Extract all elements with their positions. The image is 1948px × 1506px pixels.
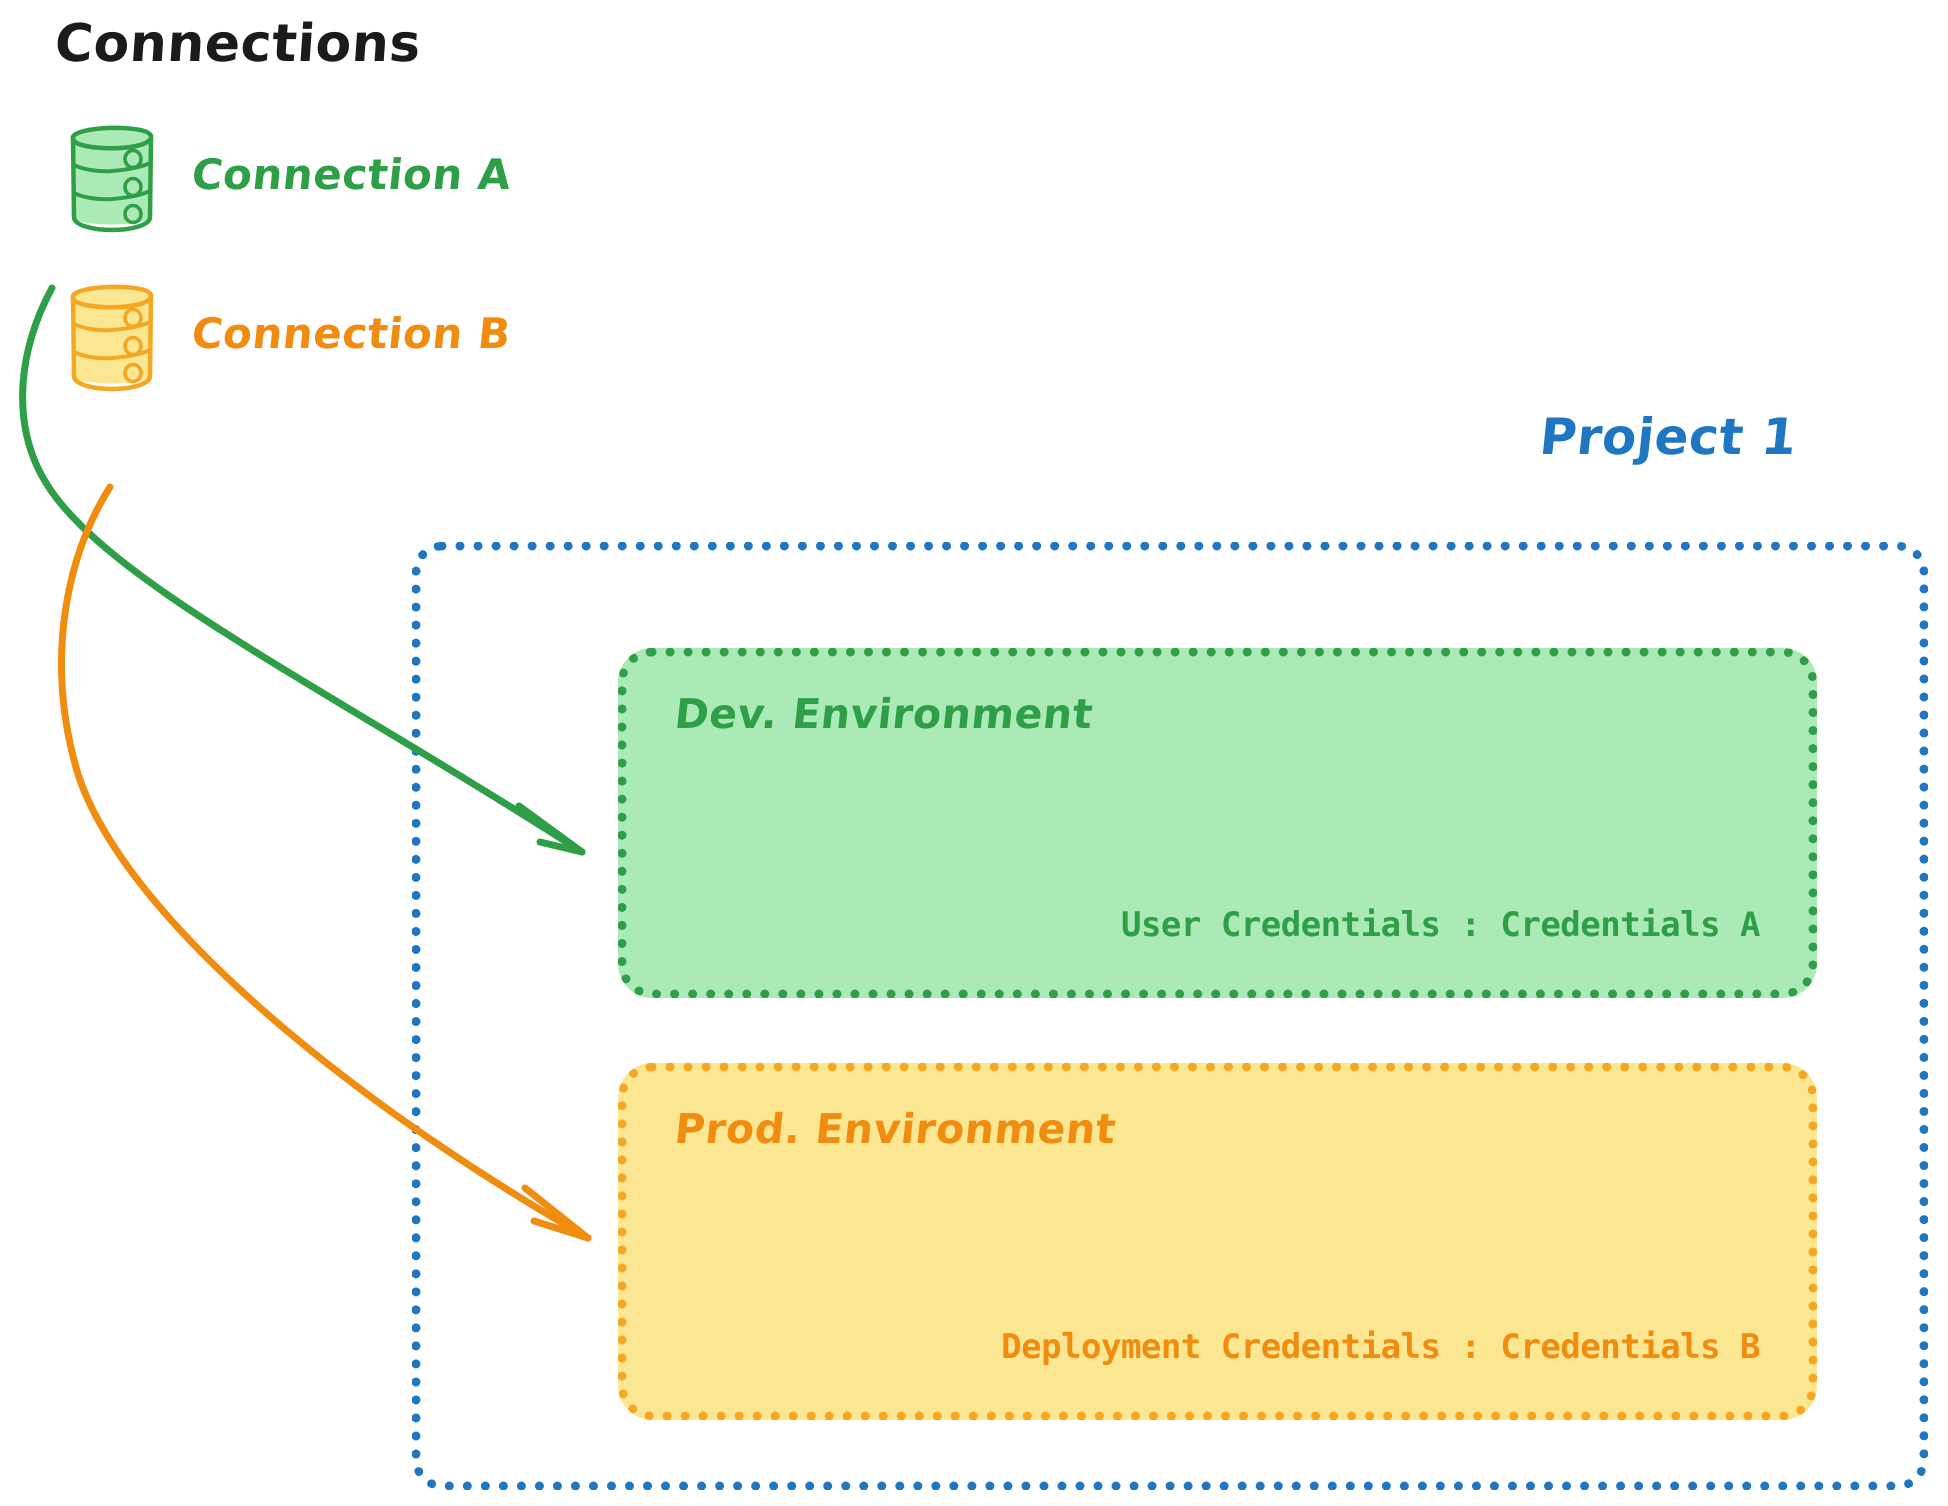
page-title: Connections	[52, 14, 424, 74]
database-cylinder-icon	[70, 284, 154, 392]
prod-environment-box[interactable]: Prod. Environment Deployment Credentials…	[618, 1063, 1817, 1420]
connection-b-label: Connection B	[189, 308, 514, 358]
connection-item-a[interactable]: Connection A	[62, 113, 514, 235]
dev-environment-credentials: User Credentials : Credentials A	[1120, 905, 1761, 945]
dev-environment-title: Dev. Environment	[672, 690, 1096, 738]
dev-environment-box[interactable]: Dev. Environment User Credentials : Cred…	[618, 648, 1817, 998]
connection-a-label: Connection A	[189, 149, 514, 199]
prod-environment-title: Prod. Environment	[672, 1105, 1119, 1153]
connection-item-b[interactable]: Connection B	[62, 272, 514, 394]
project-title: Project 1	[1536, 408, 1801, 466]
prod-environment-credentials: Deployment Credentials : Credentials B	[1001, 1327, 1760, 1367]
database-cylinder-icon	[70, 125, 154, 233]
